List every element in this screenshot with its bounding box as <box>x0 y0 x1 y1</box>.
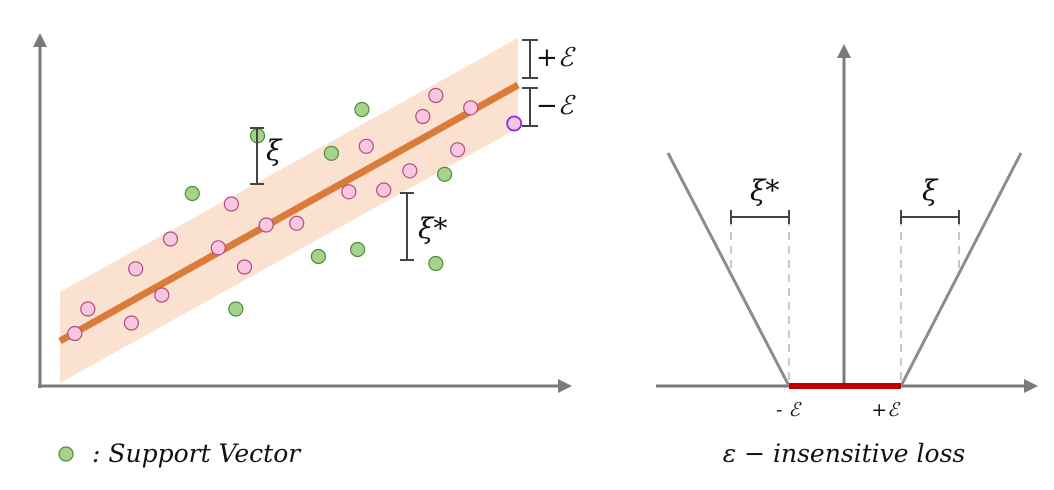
loss-left-slope <box>666 152 791 387</box>
data-point <box>415 108 431 125</box>
loss-right-slope <box>899 152 1023 387</box>
minus-epsilon-bracket <box>522 87 538 127</box>
support-vector-point <box>228 301 244 317</box>
data-point <box>67 325 83 342</box>
support-vector-point <box>350 241 366 258</box>
xi-width-bracket <box>900 210 960 224</box>
data-point <box>128 261 144 277</box>
data-point <box>258 217 274 233</box>
data-point <box>463 100 479 116</box>
support-vector-point <box>184 185 200 202</box>
plus-epsilon-tick-label: +ℰ <box>871 399 901 421</box>
xi-star-width-bracket <box>730 210 790 224</box>
minus-epsilon-tick-label: - ℰ <box>776 399 802 421</box>
support-vector-point <box>428 255 444 272</box>
data-point <box>123 315 139 331</box>
xi-label: ξ <box>266 134 283 167</box>
insensitive-loss-panel: ξ* ξ - ℰ +ℰ ε − insensitive loss <box>656 44 1038 468</box>
xi-bracket <box>250 127 264 185</box>
support-vector-point <box>354 101 370 118</box>
loss-title: ε − insensitive loss <box>723 439 966 468</box>
data-point <box>154 287 170 303</box>
y-axis-arrowhead-left <box>33 33 47 47</box>
data-point <box>376 182 392 198</box>
x-axis-arrowhead-right <box>1024 379 1038 393</box>
data-point <box>402 163 418 179</box>
y-axis-arrowhead-right <box>837 44 851 58</box>
xi-star-label: ξ* <box>418 212 447 245</box>
minus-epsilon-label: −ℰ <box>536 91 576 121</box>
support-vector-point <box>437 166 453 182</box>
support-vector-point <box>310 248 326 265</box>
plus-epsilon-label: +ℰ <box>536 43 576 73</box>
support-vector-point <box>323 145 339 161</box>
data-point <box>289 215 305 231</box>
data-point <box>223 196 239 212</box>
xi-loss-label: ξ <box>922 174 939 207</box>
data-points <box>67 87 523 342</box>
data-point <box>210 240 226 256</box>
legend-support-vector-label: : Support Vector <box>92 439 302 468</box>
data-point <box>162 231 179 247</box>
data-point <box>341 184 357 200</box>
data-point <box>236 259 253 275</box>
regression-line <box>58 81 520 345</box>
data-point <box>506 115 523 132</box>
xi-star-bracket <box>400 192 414 261</box>
legend-support-vector-marker <box>58 446 74 462</box>
x-axis-arrowhead-left <box>558 379 572 393</box>
data-point <box>450 142 466 158</box>
plus-epsilon-bracket <box>522 39 538 79</box>
data-point <box>80 301 96 317</box>
xi-star-loss-label: ξ* <box>750 174 779 207</box>
svr-regression-panel: +ℰ −ℰ ξ ξ* : Support Vector <box>33 33 576 468</box>
data-point <box>428 87 444 104</box>
data-point <box>358 138 374 154</box>
